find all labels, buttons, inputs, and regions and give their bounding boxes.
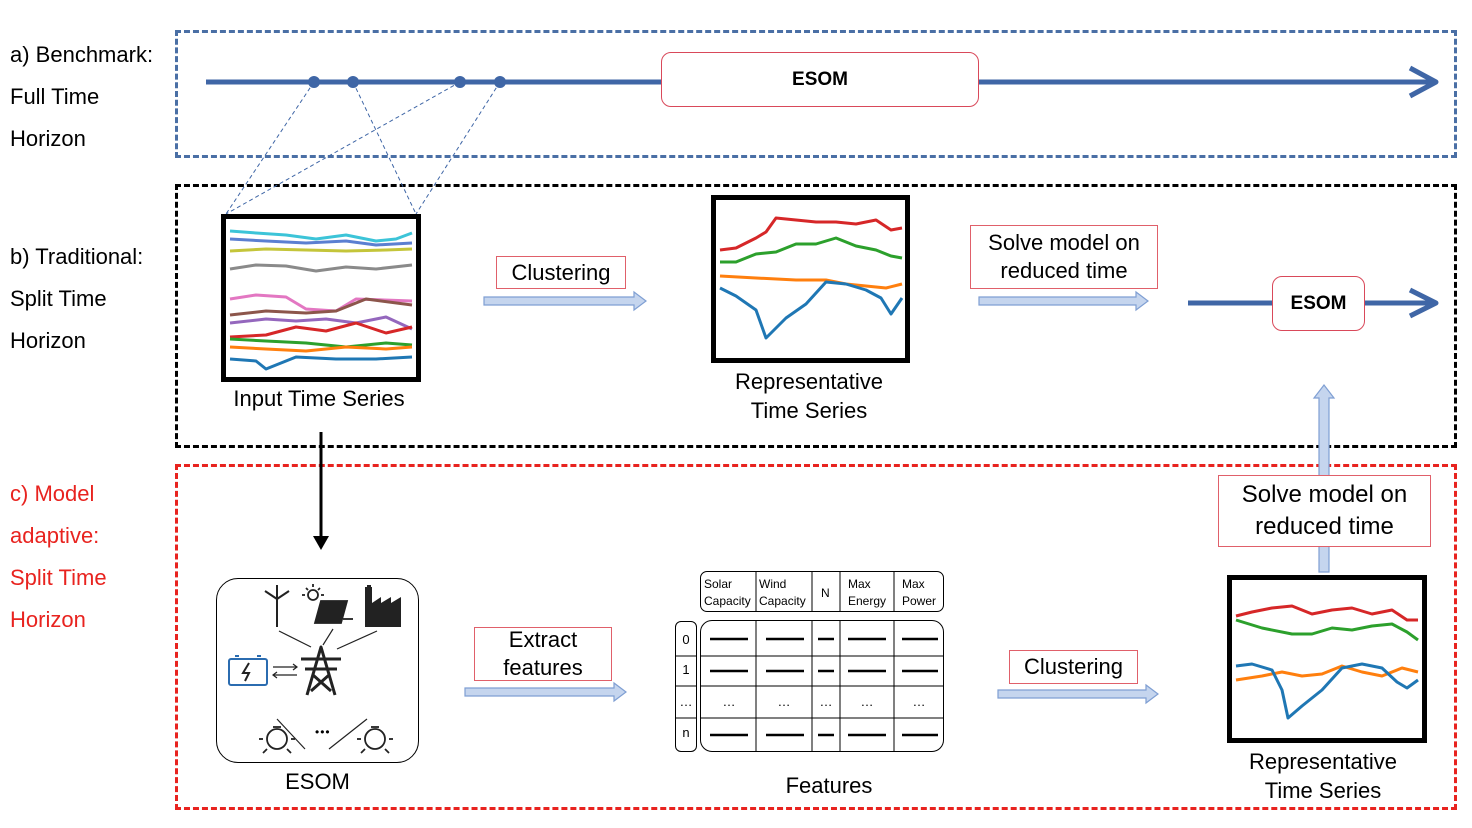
solve-line1: Solve model on: [988, 230, 1140, 255]
extract-line2: features: [503, 655, 583, 680]
esom-box-a: ESOM: [661, 52, 979, 107]
feature-header-4: Max Power: [902, 576, 936, 610]
representative-series-plot-c: [1227, 575, 1427, 743]
clustering-label: Clustering: [511, 259, 611, 285]
esom-diagram: [228, 584, 401, 754]
representative-line2: Time Series: [750, 398, 868, 423]
wind-turbine-icon: [264, 585, 290, 627]
features-caption: Features: [785, 773, 873, 798]
zoom-dashed-lines: [225, 81, 501, 215]
extract-line1: Extract: [508, 627, 578, 652]
esom-diagram-card: •••: [216, 578, 419, 763]
feature-row-index: 0: [682, 632, 690, 647]
representative-series-plot-b: [711, 195, 910, 363]
feature-ellipsis-cell: …: [777, 694, 791, 709]
row-c-line1: c) Model: [10, 481, 95, 506]
header-text: Solar: [704, 577, 733, 591]
down-arrow-head: [313, 536, 329, 550]
representative-line2: Time Series: [1264, 778, 1382, 803]
clustering-tag-c: Clustering: [1009, 650, 1138, 684]
row-c-line3: Split Time: [10, 565, 107, 590]
header-text: Max: [902, 577, 925, 591]
header-text: Energy: [848, 594, 887, 608]
clustering-arrow-b: [483, 290, 647, 312]
header-text: N: [821, 586, 830, 600]
row-a-line3: Horizon: [10, 126, 86, 151]
extract-tag: Extract features: [474, 627, 612, 681]
light-bulb-icon: [357, 726, 393, 754]
section-b-border: [175, 184, 1457, 448]
row-c-line2: adaptive:: [10, 523, 100, 548]
feature-header-3: Max Energy: [848, 576, 886, 610]
solve-tag-c: Solve model on reduced time: [1218, 475, 1431, 547]
section-c-border: [175, 464, 1457, 810]
header-text: Capacity: [704, 594, 751, 608]
row-c-line4: Horizon: [10, 607, 86, 632]
representative-line1: Representative: [1249, 749, 1397, 774]
solve-line2: reduced time: [1000, 258, 1128, 283]
light-bulb-icon: [259, 726, 295, 754]
row-b-label: b) Traditional: Split Time Horizon: [10, 236, 143, 362]
feature-row-index: n: [682, 725, 690, 740]
feature-header-2: N: [821, 585, 830, 602]
factory-icon: [365, 585, 401, 627]
input-series-lines: [229, 229, 413, 371]
input-time-series-plot: [221, 214, 421, 382]
row-a-line1: a) Benchmark:: [10, 42, 154, 67]
esom-box-b: ESOM: [1272, 276, 1365, 331]
row-b-line1: b) Traditional:: [10, 244, 144, 269]
header-text: Power: [902, 594, 937, 608]
clustering-label: Clustering: [1023, 654, 1124, 679]
representative-caption-b: Representative Time Series: [686, 367, 932, 425]
esom-label: ESOM: [1290, 292, 1347, 314]
solar-panel-icon: [302, 584, 353, 624]
feature-row-index: …: [679, 694, 693, 709]
section-a-border: [175, 30, 1457, 158]
row-a-line2: Full Time: [10, 84, 100, 109]
header-text: Max: [848, 577, 871, 591]
row-b-line3: Horizon: [10, 328, 86, 353]
row-c-label: c) Model adaptive: Split Time Horizon: [10, 473, 107, 641]
representative-line1: Representative: [735, 369, 883, 394]
solve-tag-b: Solve model on reduced time: [970, 225, 1158, 289]
feature-header-row: [700, 571, 944, 612]
feature-ellipsis-cell: …: [819, 694, 833, 709]
feature-ellipsis-cell: …: [722, 694, 736, 709]
feature-header-1: Wind Capacity: [759, 576, 806, 610]
timeline-a-arrowhead: [1408, 65, 1439, 99]
timeline-b-arrowhead: [1408, 287, 1439, 319]
clustering-arrow-c: [997, 683, 1159, 705]
esom-label: ESOM: [792, 68, 848, 90]
esom-caption: ESOM: [285, 769, 350, 794]
solve-line2: reduced time: [1255, 513, 1394, 540]
solve-arrow-b: [978, 290, 1149, 312]
feature-header-0: Solar Capacity: [704, 576, 751, 610]
representative-lines-b: [719, 216, 904, 340]
feature-ellipsis-cell: …: [912, 694, 926, 709]
header-text: Wind: [759, 577, 787, 591]
input-series-caption: Input Time Series: [233, 386, 405, 411]
transmission-tower-icon: [301, 645, 341, 696]
representative-caption-c: Representative Time Series: [1200, 747, 1446, 805]
extract-arrow-c: [464, 681, 627, 703]
row-a-label: a) Benchmark: Full Time Horizon: [10, 34, 153, 160]
battery-icon: [228, 655, 268, 686]
feature-value-dashes: [710, 637, 938, 737]
header-text: Capacity: [759, 594, 806, 608]
esom-bulb-dots: •••: [315, 725, 331, 739]
representative-lines-c: [1235, 604, 1419, 720]
clustering-tag-b: Clustering: [496, 256, 626, 289]
row-b-line2: Split Time: [10, 286, 107, 311]
feature-ellipsis-cell: …: [860, 694, 874, 709]
solve-line1: Solve model on: [1241, 481, 1408, 508]
feature-row-index: 1: [682, 662, 690, 677]
